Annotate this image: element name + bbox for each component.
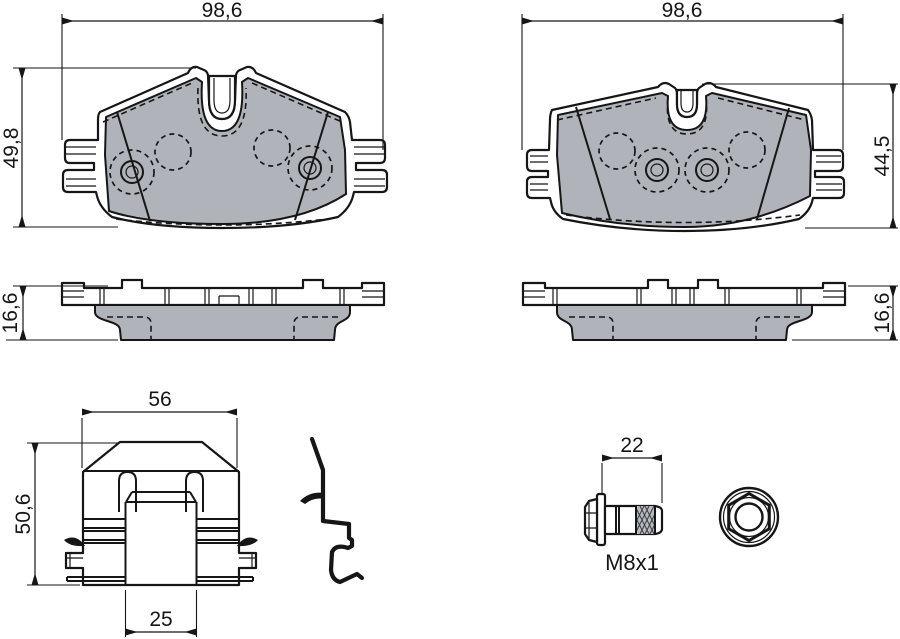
bolt-view: 22 M8x1 bbox=[583, 434, 664, 575]
spring-wire bbox=[309, 436, 365, 585]
dim-clip-height-label: 50,6 bbox=[12, 494, 35, 535]
chamfer-line bbox=[294, 111, 329, 221]
inner-pad-edge-view: 16,6 bbox=[521, 278, 898, 341]
thread-spec-label: M8x1 bbox=[605, 550, 659, 575]
dim-outer-thickness-label: 16,6 bbox=[0, 293, 22, 334]
bolt-head bbox=[583, 497, 599, 544]
wear-mark-circle bbox=[253, 129, 291, 167]
friction-edge bbox=[556, 304, 813, 341]
hidden-edge bbox=[197, 87, 247, 137]
clip-foot bbox=[66, 576, 254, 582]
clip-body bbox=[64, 440, 258, 587]
dim-outer-width-label: 98,6 bbox=[202, 0, 243, 22]
nut-hexagon bbox=[727, 491, 771, 543]
clip-slot-edge bbox=[124, 502, 198, 585]
friction-edge bbox=[94, 304, 351, 341]
spring-barb bbox=[300, 492, 324, 504]
wear-mark-circle bbox=[287, 145, 333, 191]
dim-outer-height-label: 49,8 bbox=[0, 128, 23, 169]
retainer-clip-view: 56 50,6 25 bbox=[12, 388, 258, 637]
clip-ear bbox=[118, 471, 137, 512]
clip-hook bbox=[64, 537, 85, 547]
bolt-flange bbox=[595, 492, 607, 547]
dim-inner-thickness-label: 16,6 bbox=[871, 293, 894, 334]
chamfer-line bbox=[575, 106, 611, 220]
wear-mark-circle bbox=[728, 131, 766, 169]
wear-mark-circle bbox=[154, 133, 192, 171]
wear-mark-circle bbox=[598, 132, 636, 170]
chamfer-line bbox=[756, 107, 790, 220]
spring-clip-view bbox=[300, 436, 365, 585]
clip-hook bbox=[237, 537, 258, 547]
dim-thread-length-label: 22 bbox=[620, 434, 643, 457]
clip-ear bbox=[185, 471, 204, 512]
friction-material bbox=[556, 92, 812, 228]
backplate-edge bbox=[60, 278, 386, 307]
inner-pad-front-view: 98,6 44,5 bbox=[521, 0, 898, 233]
wear-mark-circle bbox=[634, 147, 680, 193]
dim-inner-height-label: 44,5 bbox=[871, 136, 894, 177]
dim-clip-width-label: 56 bbox=[148, 388, 171, 411]
guide-notch bbox=[675, 88, 699, 119]
dim-clip-slot-label: 25 bbox=[149, 608, 172, 631]
backplate-edge bbox=[521, 278, 847, 307]
wear-mark-circle bbox=[684, 147, 730, 193]
outer-pad-edge-view: 16,6 bbox=[0, 278, 386, 341]
friction-material bbox=[104, 77, 347, 225]
nut-view bbox=[718, 486, 780, 548]
wear-mark-circle bbox=[109, 149, 155, 195]
dim-inner-width-label: 98,6 bbox=[662, 0, 703, 22]
nut-bore-circle bbox=[734, 502, 764, 532]
outer-pad-front-view: 98,6 49,8 bbox=[0, 0, 389, 230]
